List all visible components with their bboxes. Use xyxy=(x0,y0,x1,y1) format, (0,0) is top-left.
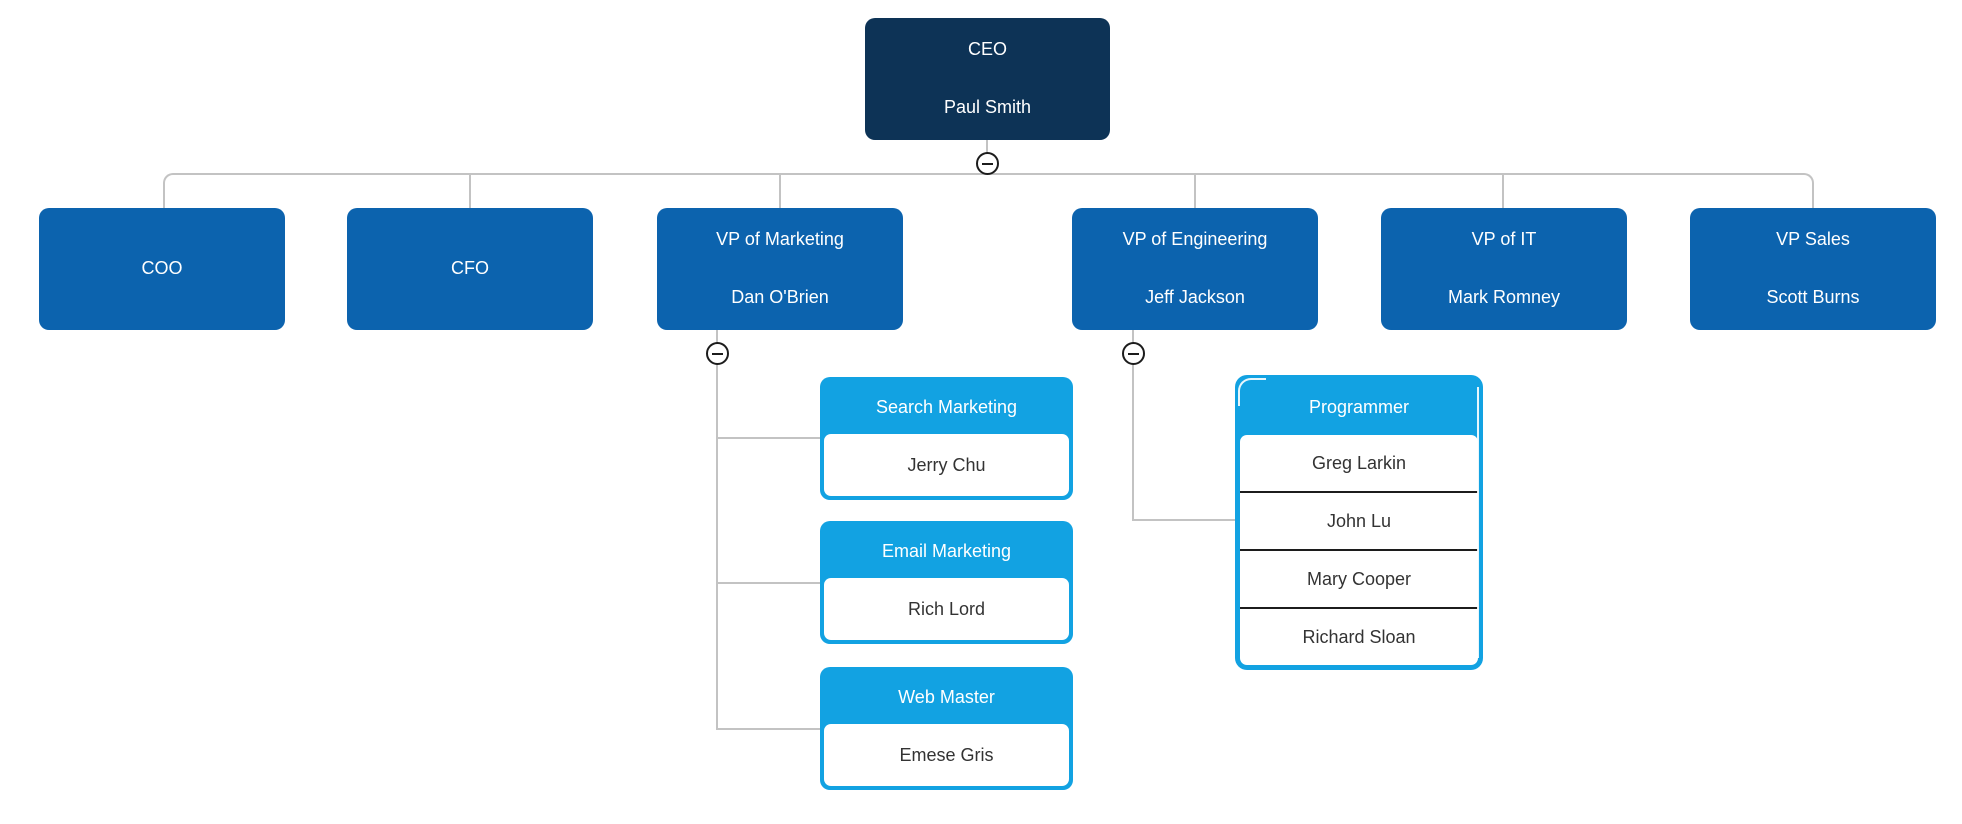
minus-icon xyxy=(712,352,723,355)
minus-icon xyxy=(982,162,993,165)
card-title: Search Marketing xyxy=(875,397,1018,417)
collapse-button-marketing[interactable] xyxy=(706,342,729,365)
node-title: COO xyxy=(141,258,183,278)
node-cfo[interactable]: CFO xyxy=(347,208,593,330)
node-title: VP Sales xyxy=(1776,229,1850,249)
member-list: Greg Larkin John Lu Mary Cooper Richard … xyxy=(1240,435,1478,665)
node-search-marketing[interactable]: Search Marketing Jerry Chu xyxy=(820,377,1073,500)
minus-icon xyxy=(1128,352,1139,355)
node-ceo[interactable]: CEO Paul Smith xyxy=(865,18,1110,140)
node-vp-it[interactable]: VP of IT Mark Romney xyxy=(1381,208,1627,330)
node-title: VP of IT xyxy=(1471,229,1537,249)
node-person-name: Mark Romney xyxy=(1447,287,1561,307)
node-person-name: Dan O'Brien xyxy=(731,287,829,307)
connector-drop-engineering xyxy=(1194,174,1196,208)
node-coo[interactable]: COO xyxy=(39,208,285,330)
node-person-name: Jeff Jackson xyxy=(1145,287,1245,307)
collapse-button-engineering[interactable] xyxy=(1122,342,1145,365)
connector-drop-marketing xyxy=(779,174,781,208)
node-title: VP of Engineering xyxy=(1122,229,1268,249)
member-row[interactable]: Greg Larkin xyxy=(1240,435,1478,493)
member-row[interactable]: Mary Cooper xyxy=(1240,551,1478,609)
node-vp-engineering[interactable]: VP of Engineering Jeff Jackson xyxy=(1072,208,1318,330)
connector-marketing-trunk xyxy=(716,330,718,730)
node-title: VP of Marketing xyxy=(716,229,844,249)
node-programmer-group[interactable]: Programmer Greg Larkin John Lu Mary Coop… xyxy=(1235,375,1483,670)
connector-drop-cfo xyxy=(469,174,471,208)
connector-branch-programmer xyxy=(1132,519,1235,521)
node-email-marketing[interactable]: Email Marketing Rich Lord xyxy=(820,521,1073,644)
connector-level2-rail xyxy=(163,173,1814,208)
node-title: CEO xyxy=(967,39,1007,59)
node-vp-sales[interactable]: VP Sales Scott Burns xyxy=(1690,208,1936,330)
connector-branch-email-marketing xyxy=(716,582,820,584)
card-title: Web Master xyxy=(898,687,995,707)
member-row[interactable]: Richard Sloan xyxy=(1302,626,1416,647)
node-web-master[interactable]: Web Master Emese Gris xyxy=(820,667,1073,790)
card-title: Email Marketing xyxy=(881,541,1012,561)
connector-branch-web-master xyxy=(716,728,820,730)
card-person-name: Emese Gris xyxy=(824,724,1069,786)
node-vp-marketing[interactable]: VP of Marketing Dan O'Brien xyxy=(657,208,903,330)
node-title: CFO xyxy=(451,258,489,278)
card-person-name: Jerry Chu xyxy=(824,434,1069,496)
connector-drop-it xyxy=(1502,174,1504,208)
collapse-button-ceo[interactable] xyxy=(976,152,999,175)
member-row[interactable]: John Lu xyxy=(1240,493,1478,551)
card-title: Programmer xyxy=(1308,397,1410,417)
node-person-name: Scott Burns xyxy=(1766,287,1860,307)
card-person-name: Rich Lord xyxy=(824,578,1069,640)
connector-branch-search-marketing xyxy=(716,437,820,439)
connector-engineering-trunk xyxy=(1132,330,1134,520)
node-person-name: Paul Smith xyxy=(943,97,1032,117)
